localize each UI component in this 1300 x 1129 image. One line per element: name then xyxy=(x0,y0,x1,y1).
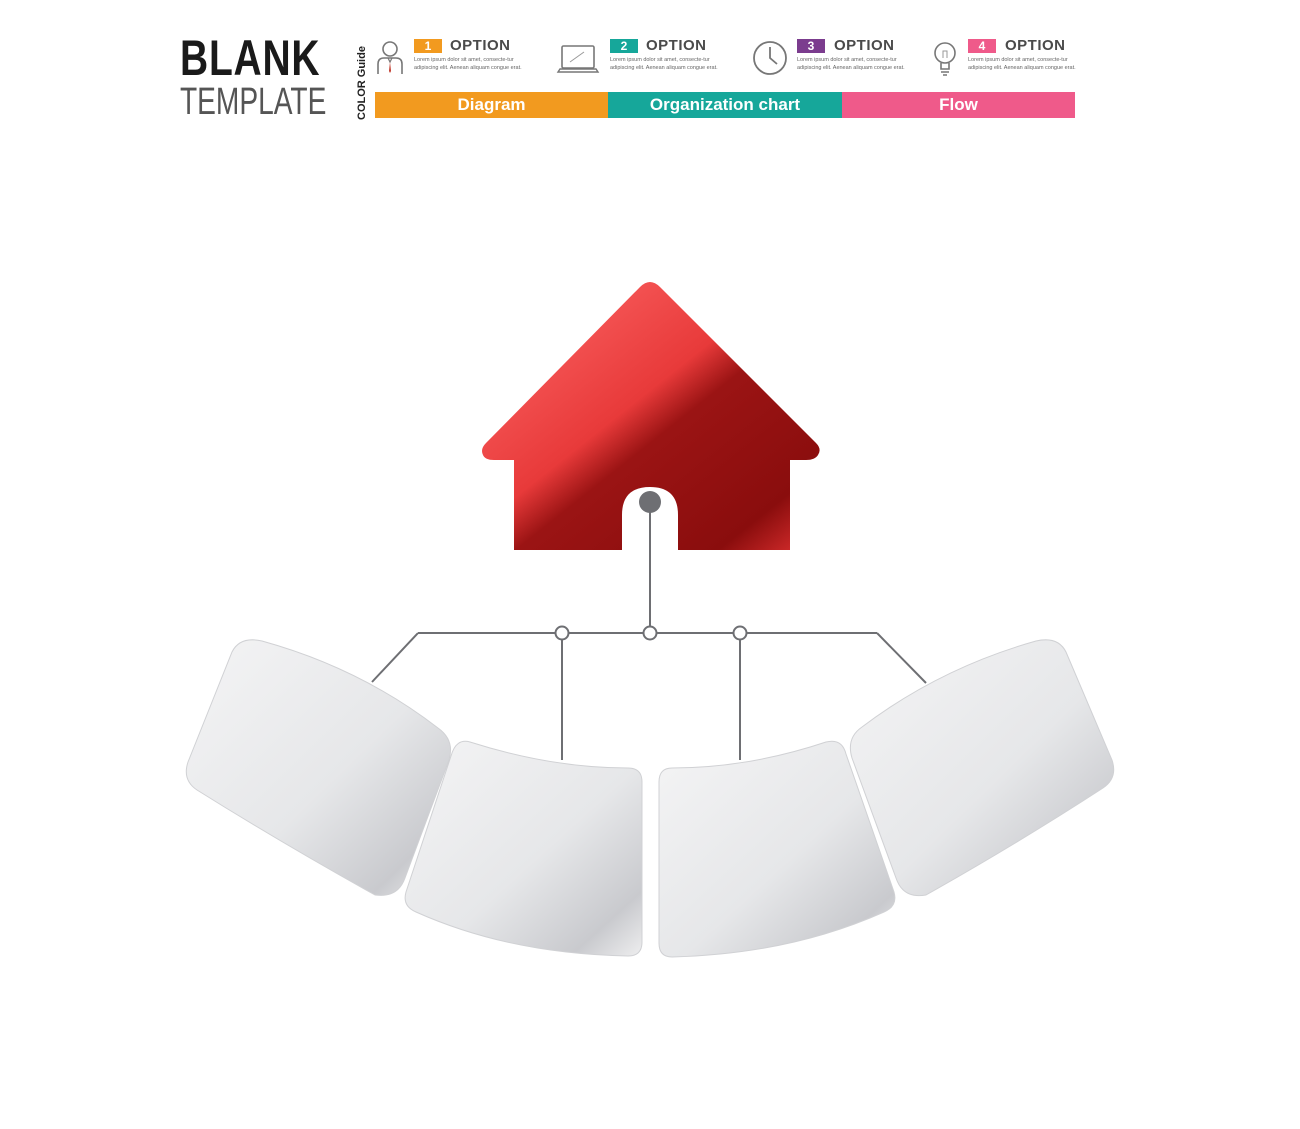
brand-subtitle: TEMPLATE xyxy=(180,81,327,123)
option-description: Lorem ipsum dolor sit amet, consecte-tur… xyxy=(797,57,905,71)
category-bar-flow: Flow xyxy=(842,92,1075,118)
child-card-1 xyxy=(185,639,452,896)
option-description: Lorem ipsum dolor sit amet, consecte-tur… xyxy=(610,57,718,71)
connector-left-outer xyxy=(371,632,419,683)
option-title: OPTION xyxy=(450,37,511,54)
option-2: 2 OPTION Lorem ipsum dolor sit amet, con… xyxy=(556,36,718,84)
option-description: Lorem ipsum dolor sit amet, consecte-tur… xyxy=(968,57,1076,71)
junction-node xyxy=(732,625,748,641)
option-title: OPTION xyxy=(834,37,895,54)
laptop-icon xyxy=(556,45,600,73)
option-4: 4 OPTION Lorem ipsum dolor sit amet, con… xyxy=(928,36,1088,84)
option-description: Lorem ipsum dolor sit amet, consecte-tur… xyxy=(414,57,522,71)
option-1: 1 OPTION Lorem ipsum dolor sit amet, con… xyxy=(372,36,522,84)
option-number-badge: 2 xyxy=(610,39,638,53)
root-node xyxy=(639,491,661,513)
option-number-badge: 4 xyxy=(968,39,996,53)
category-bar-diagram: Diagram xyxy=(375,92,608,118)
child-card-2 xyxy=(404,740,643,957)
option-title: OPTION xyxy=(1005,37,1066,54)
lightbulb-icon xyxy=(934,42,956,76)
junction-node xyxy=(554,625,570,641)
junction-nodes xyxy=(554,625,748,641)
junction-node xyxy=(642,625,658,641)
brand-title: BLANK xyxy=(180,30,321,86)
clock-icon xyxy=(753,41,787,75)
category-bar-organization-chart: Organization chart xyxy=(608,92,842,118)
person-icon xyxy=(377,41,403,74)
child-card-3 xyxy=(658,740,896,958)
option-title: OPTION xyxy=(646,37,707,54)
option-number-badge: 3 xyxy=(797,39,825,53)
option-3: 3 OPTION Lorem ipsum dolor sit amet, con… xyxy=(750,36,910,84)
category-bars: Diagram Organization chart Flow xyxy=(375,92,1075,118)
option-number-badge: 1 xyxy=(414,39,442,53)
house-icon xyxy=(482,282,820,550)
brand-logo: BLANK TEMPLATE xyxy=(180,30,378,123)
connector-right-outer xyxy=(876,632,927,684)
child-card-4 xyxy=(849,639,1115,897)
